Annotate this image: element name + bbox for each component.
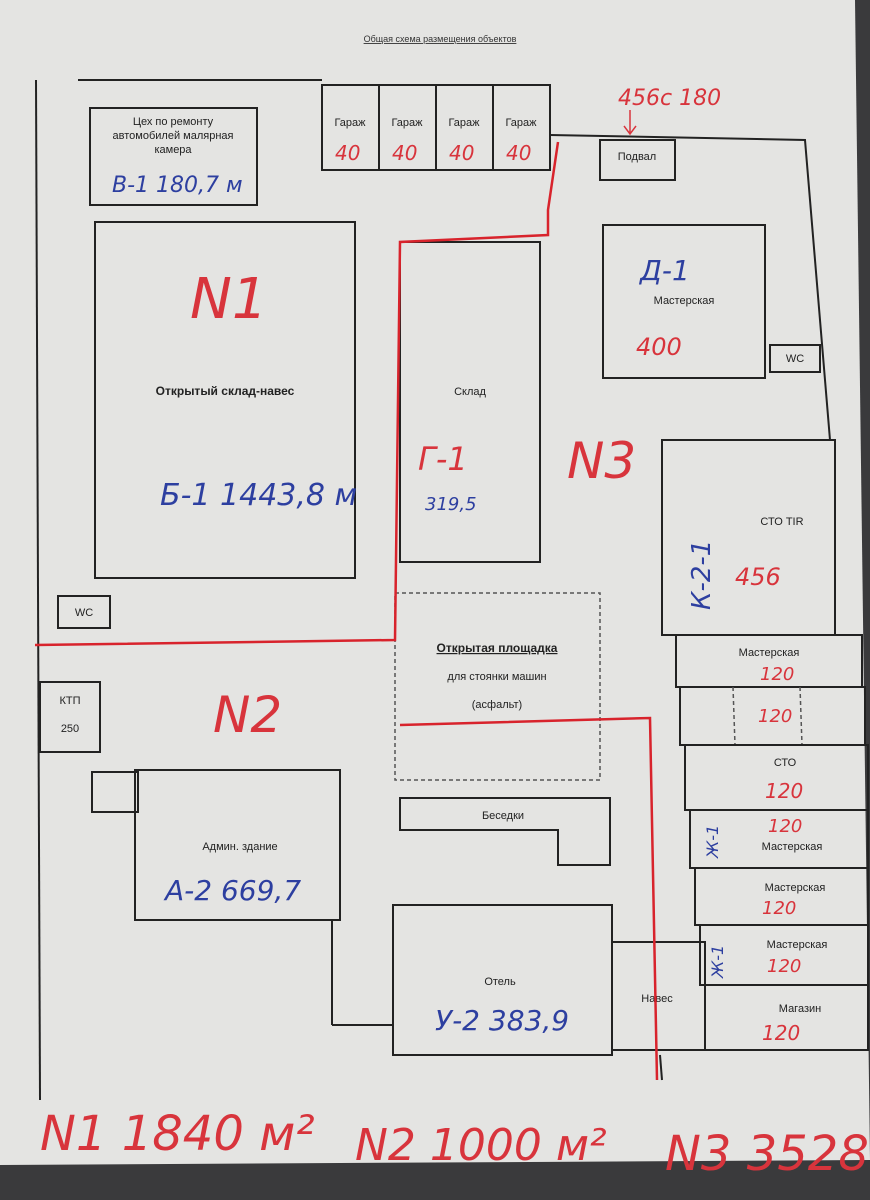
svg-text:456: 456: [735, 563, 781, 591]
svg-text:120: 120: [760, 664, 794, 685]
arrow-icon: [623, 110, 637, 136]
building-admin: Админ. здание А-2 669,7: [91, 769, 341, 921]
svg-text:Цех по ремонту: Цех по ремонту: [133, 116, 214, 128]
building-open-warehouse: Открытый склад-навес Б-1 1443,8 м: [94, 221, 357, 579]
svg-text:для стоянки машин: для стоянки машин: [447, 671, 546, 683]
wc-left: WC: [57, 595, 111, 629]
svg-text:40: 40: [392, 141, 417, 165]
svg-text:К-2-1: К-2-1: [687, 540, 717, 610]
svg-text:Админ. здание: Админ. здание: [202, 841, 277, 853]
zone-border-line: [399, 716, 659, 1081]
wc-right: WC: [769, 344, 821, 373]
svg-text:120: 120: [762, 1021, 800, 1045]
zone-label-n3: N3: [567, 432, 636, 490]
building-hotel: Отель У-2 383,9: [392, 904, 613, 1056]
svg-text:КТП: КТП: [59, 695, 80, 707]
plan-title: Общая схема размещения объектов: [364, 34, 517, 44]
svg-text:Гараж: Гараж: [505, 117, 537, 129]
boundary-right: [549, 134, 831, 441]
svg-text:А-2 669,7: А-2 669,7: [163, 874, 301, 907]
building-sto-tir: СТО TIR 456 К-2-1: [661, 439, 836, 636]
right-column-units: Мастерская 120 120 СТО 120 120 Мастерска…: [675, 634, 869, 1051]
svg-text:Мастерская: Мастерская: [739, 647, 800, 659]
svg-text:WC: WC: [786, 353, 804, 365]
zone-border-line: [34, 141, 560, 647]
parking-area: Открытая площадка для стоянки машин (асф…: [394, 592, 601, 781]
svg-text:Гараж: Гараж: [391, 117, 423, 129]
svg-text:Д-1: Д-1: [638, 254, 690, 287]
svg-text:Беседки: Беседки: [482, 810, 524, 822]
building-workshop-d1: Д-1 Мастерская 400: [602, 224, 766, 379]
total-n2: N2 1000 м²: [355, 1120, 607, 1171]
svg-text:СТО: СТО: [774, 757, 797, 769]
svg-text:120: 120: [762, 898, 796, 919]
total-n3: N3 3528: [665, 1126, 869, 1182]
svg-text:Б-1 1443,8 м: Б-1 1443,8 м: [160, 478, 357, 513]
svg-text:Мастерская: Мастерская: [654, 295, 715, 307]
svg-text:40: 40: [506, 141, 531, 165]
svg-text:Ж-1: Ж-1: [708, 945, 727, 979]
building-warehouse: Склад Г-1 319,5: [399, 241, 541, 563]
svg-text:СТО TIR: СТО TIR: [760, 516, 803, 528]
svg-text:400: 400: [636, 333, 682, 361]
svg-text:120: 120: [767, 956, 801, 977]
svg-text:Гараж: Гараж: [448, 117, 480, 129]
ktp: КТП 250: [39, 681, 101, 753]
svg-text:40: 40: [449, 141, 474, 165]
svg-text:40: 40: [335, 141, 360, 165]
svg-text:Мастерская: Мастерская: [762, 841, 823, 853]
svg-text:Навес: Навес: [641, 993, 673, 1005]
boundary-left: [35, 79, 41, 1101]
svg-text:автомобилей малярная: автомобилей малярная: [113, 130, 234, 142]
svg-text:Г-1: Г-1: [418, 440, 468, 478]
svg-text:319,5: 319,5: [425, 494, 477, 515]
svg-text:120: 120: [765, 779, 803, 803]
svg-text:Магазин: Магазин: [779, 1003, 821, 1015]
zone-label-n1: N1: [190, 267, 268, 332]
svg-text:(асфальт): (асфальт): [472, 699, 522, 711]
svg-text:WC: WC: [75, 607, 93, 619]
svg-text:Мастерская: Мастерская: [765, 882, 826, 894]
gazebos: Беседки: [399, 797, 611, 866]
svg-text:Ж-1: Ж-1: [703, 825, 722, 859]
svg-text:В-1 180,7 м: В-1 180,7 м: [112, 173, 243, 198]
svg-text:Мастерская: Мастерская: [767, 939, 828, 951]
canopy: Навес: [611, 941, 706, 1051]
building-basement: Подвал 456с 180: [599, 86, 721, 181]
svg-text:Отель: Отель: [484, 976, 516, 988]
building-workshop-paint: Цех по ремонту автомобилей малярная каме…: [89, 107, 258, 206]
svg-text:120: 120: [758, 706, 792, 727]
total-n1: N1 1840 м²: [40, 1106, 315, 1162]
zone-label-n2: N2: [213, 686, 282, 744]
svg-text:Открытая площадка: Открытая площадка: [437, 641, 558, 655]
svg-text:Подвал: Подвал: [618, 151, 656, 163]
boundary-bottom: [659, 1054, 663, 1081]
svg-text:Открытый склад-навес: Открытый склад-навес: [156, 384, 295, 398]
svg-text:У-2 383,9: У-2 383,9: [435, 1004, 569, 1037]
svg-text:250: 250: [61, 723, 79, 735]
garages: Гараж Гараж Гараж Гараж 40 40 40 40: [321, 84, 551, 171]
svg-text:Склад: Склад: [454, 386, 486, 398]
svg-text:камера: камера: [154, 144, 192, 156]
svg-text:120: 120: [768, 816, 802, 837]
svg-text:Гараж: Гараж: [334, 117, 366, 129]
svg-text:456с 180: 456с 180: [618, 86, 721, 111]
